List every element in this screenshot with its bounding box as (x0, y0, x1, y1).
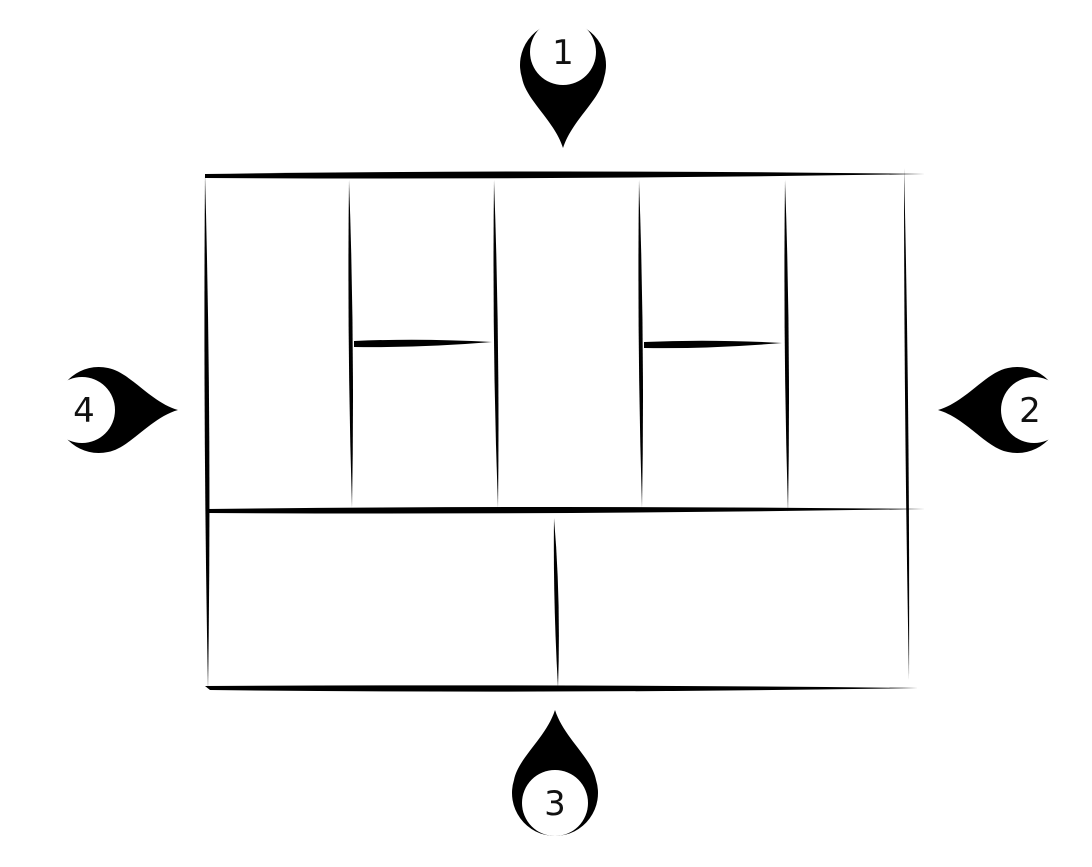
marker-4-label: 4 (73, 391, 95, 431)
marker-2-label: 2 (1019, 391, 1041, 431)
marker-3: 3 (512, 710, 599, 836)
inner-partition-left (354, 339, 492, 348)
outer-wall-bottom (205, 685, 918, 692)
marker-4: 4 (49, 367, 179, 453)
inner-partition-right (644, 340, 782, 349)
outer-wall-top (205, 171, 925, 179)
outer-wall-right (904, 168, 910, 680)
marker-1-label: 1 (552, 33, 574, 73)
room-wall-3 (638, 180, 643, 508)
outer-wall-left (204, 174, 210, 690)
marker-3-label: 3 (544, 784, 566, 824)
room-wall-2 (493, 180, 499, 508)
room-wall-4 (784, 180, 789, 512)
lower-vertical-wall (553, 518, 559, 688)
middle-horizontal-wall (207, 507, 925, 514)
marker-2: 2 (938, 366, 1067, 453)
floor-plan (204, 168, 925, 692)
room-wall-1 (348, 180, 353, 508)
marker-1: 1 (520, 19, 606, 149)
